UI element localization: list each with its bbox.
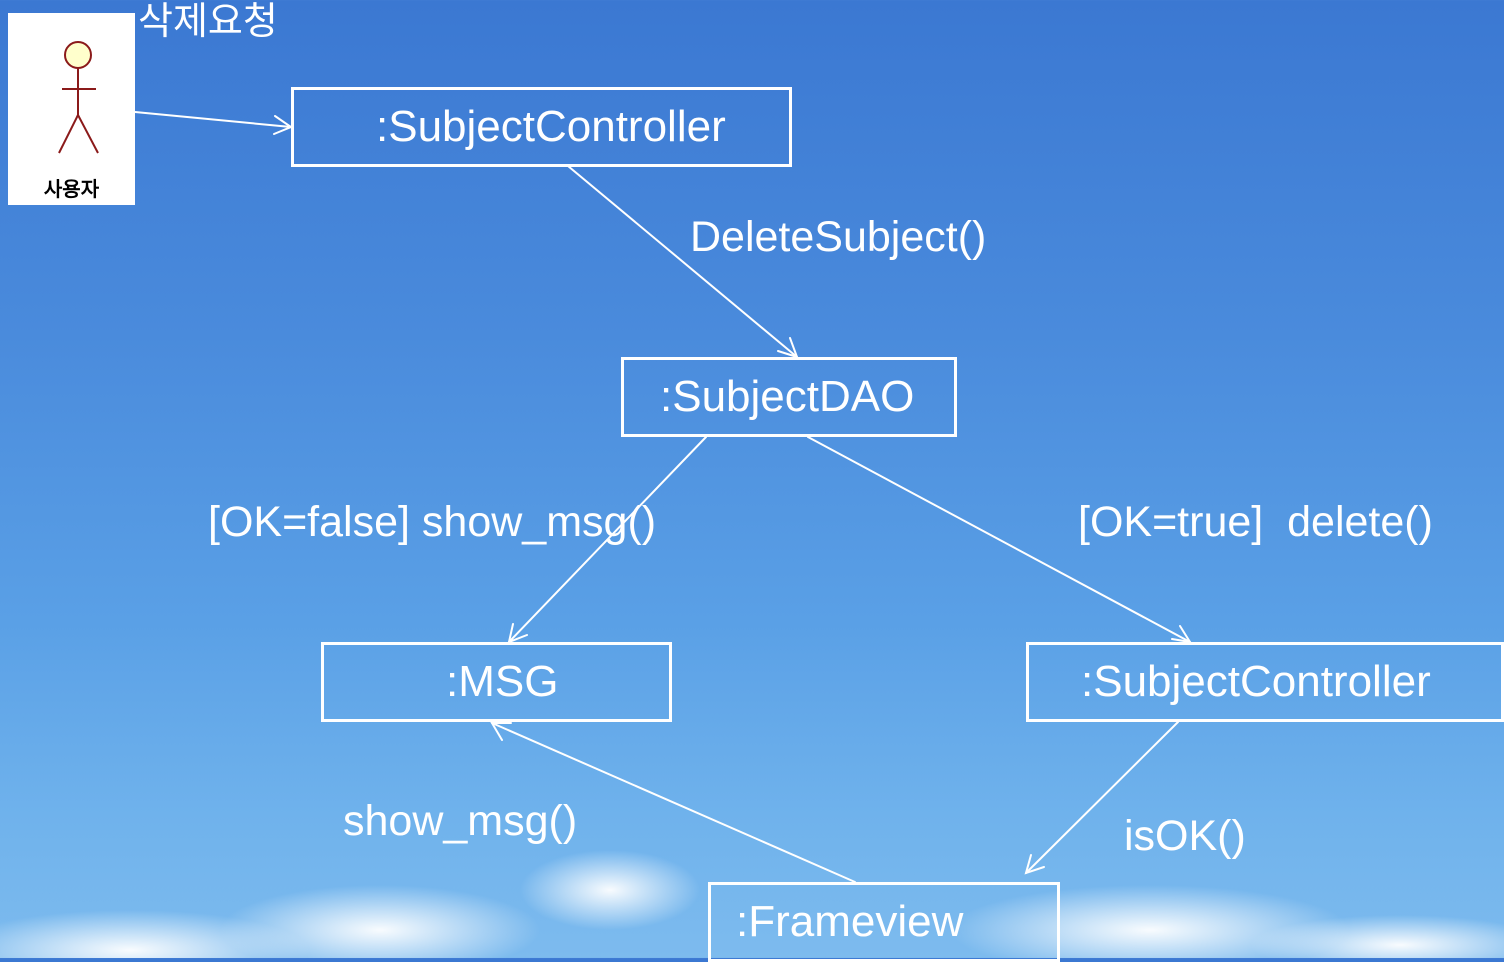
message-delete-subject: DeleteSubject() <box>690 213 987 261</box>
message-ok-true: [OK=true] delete() <box>1078 498 1433 546</box>
node-label: :SubjectController <box>1081 657 1431 706</box>
node-subject-controller-right: :SubjectController <box>1026 642 1504 722</box>
message-is-ok: isOK() <box>1124 812 1246 860</box>
node-label: :Frameview <box>736 897 964 946</box>
node-label: :SubjectDAO <box>660 372 915 421</box>
node-msg: :MSG <box>321 642 672 722</box>
node-label: :SubjectController <box>376 102 726 151</box>
message-ok-false: [OK=false] show_msg() <box>208 498 657 546</box>
link-dao-msg <box>508 436 707 643</box>
link-dao-controller-right <box>807 436 1191 643</box>
actor-label: 사용자 <box>43 177 100 201</box>
node-subject-controller-top: :SubjectController <box>291 87 792 167</box>
link-frameview-msg <box>491 722 856 883</box>
stick-figure-icon <box>58 41 99 154</box>
arrowhead <box>490 722 512 741</box>
node-label: :MSG <box>446 657 559 706</box>
arrowhead <box>1024 854 1045 875</box>
message-show-msg: show_msg() <box>343 797 578 845</box>
node-frameview: :Frameview <box>708 882 1060 962</box>
node-subject-dao: :SubjectDAO <box>621 357 957 437</box>
link-actor-controller <box>134 111 292 128</box>
link-controller-dao <box>567 165 798 358</box>
link-controller-right-frameview <box>1025 721 1179 874</box>
trigger-label: 삭제요청 <box>138 0 278 43</box>
actor-user: 사용자 <box>8 13 135 205</box>
